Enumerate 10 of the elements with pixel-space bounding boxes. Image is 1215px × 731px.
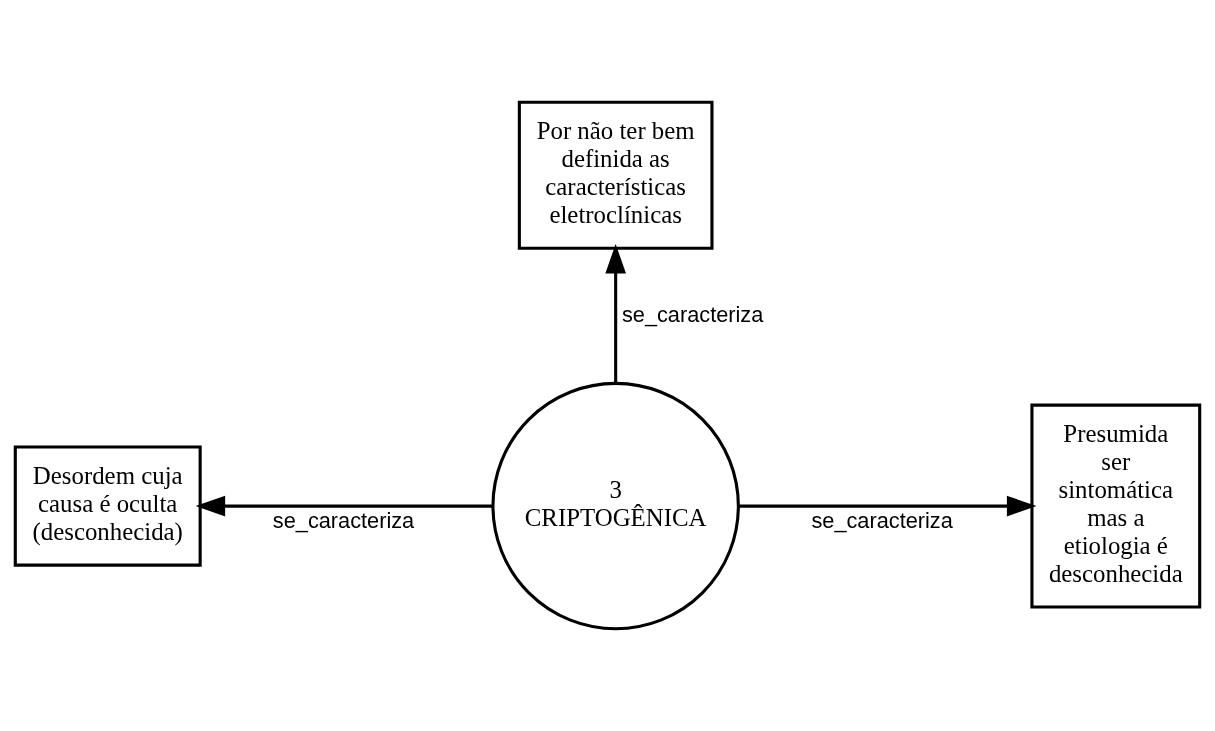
edge-label: se_caracteriza <box>272 508 415 534</box>
node-box: Presumida ser sintomática mas a etiologia é desconhecida <box>1030 403 1202 609</box>
arrow <box>738 495 1037 517</box>
node-circle: 3 CRIPTOGÊNICA <box>491 381 740 631</box>
arrow <box>195 495 493 517</box>
edge-label: se_caracteriza <box>621 301 764 327</box>
edge-label: se_caracteriza <box>811 508 953 534</box>
node-box: Desordem cuja causa é oculta (desconhecida) <box>13 445 202 567</box>
arrow <box>605 243 626 383</box>
node-box: Por não ter bem definida as características eletroclínicas <box>517 100 714 250</box>
